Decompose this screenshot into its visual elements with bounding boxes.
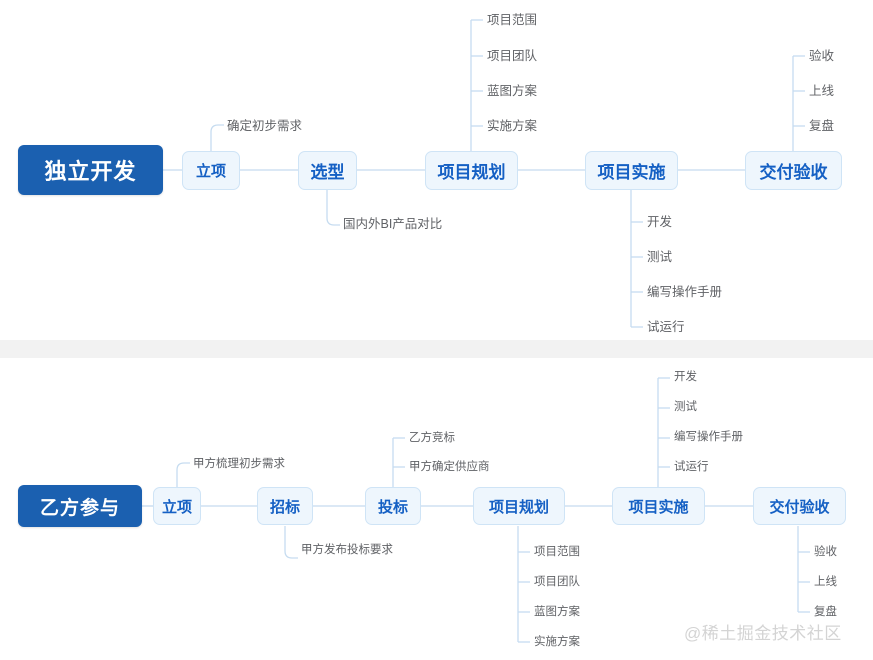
leaf-guihua-top-3: 实施方案 bbox=[487, 119, 538, 133]
leaf-shishi-bottom-1: 测试 bbox=[674, 401, 697, 413]
node-xiangmuguihua-bottom[interactable]: 项目规划 bbox=[473, 487, 565, 525]
node-label: 交付验收 bbox=[759, 163, 828, 182]
leaf-jiaofu-top-1: 上线 bbox=[809, 84, 835, 98]
section-vendor-participation bbox=[0, 358, 873, 660]
leaf-jiaofu-bottom-0: 验收 bbox=[814, 546, 837, 558]
node-xuanxing-top[interactable]: 选型 bbox=[298, 151, 357, 190]
node-label: 立项 bbox=[161, 498, 192, 516]
leaf-jiaofu-bottom-2: 复盘 bbox=[814, 606, 837, 618]
leaf-xuanxing-top-0: 国内外BI产品对比 bbox=[343, 217, 443, 231]
leaf-jiaofu-top-2: 复盘 bbox=[809, 119, 835, 133]
section-divider bbox=[0, 340, 873, 358]
node-toubiao-bottom[interactable]: 投标 bbox=[365, 487, 421, 525]
leaf-shishi-bottom-3: 试运行 bbox=[674, 461, 709, 473]
node-xiangmuguihua-top[interactable]: 项目规划 bbox=[425, 151, 518, 190]
leaf-shishi-bottom-0: 开发 bbox=[674, 371, 697, 383]
node-xiangmushishi-bottom[interactable]: 项目实施 bbox=[612, 487, 705, 525]
leaf-shishi-top-2: 编写操作手册 bbox=[647, 285, 723, 299]
leaf-guihua-bottom-0: 项目范围 bbox=[534, 546, 580, 558]
leaf-guihua-bottom-3: 实施方案 bbox=[534, 636, 580, 648]
root-node-label: 乙方参与 bbox=[39, 497, 120, 519]
leaf-lixiang-top-0: 确定初步需求 bbox=[227, 119, 303, 133]
root-node-independent-development[interactable]: 独立开发 bbox=[18, 145, 163, 195]
node-jiaofuyanshou-bottom[interactable]: 交付验收 bbox=[753, 487, 846, 525]
root-node-vendor-participation[interactable]: 乙方参与 bbox=[18, 485, 142, 527]
root-node-label: 独立开发 bbox=[44, 159, 137, 184]
leaf-guihua-bottom-1: 项目团队 bbox=[534, 576, 580, 588]
leaf-jiaofu-bottom-1: 上线 bbox=[814, 576, 837, 588]
leaf-guihua-top-0: 项目范围 bbox=[487, 13, 538, 27]
leaf-toubiao-bottom-1: 甲方确定供应商 bbox=[409, 461, 490, 473]
leaf-guihua-top-1: 项目团队 bbox=[487, 49, 538, 63]
leaf-shishi-top-1: 测试 bbox=[647, 250, 673, 264]
node-label: 交付验收 bbox=[769, 498, 830, 516]
node-zhaobiao-bottom[interactable]: 招标 bbox=[257, 487, 313, 525]
node-label: 选型 bbox=[310, 163, 345, 182]
node-label: 投标 bbox=[377, 498, 408, 516]
leaf-shishi-top-3: 试运行 bbox=[647, 320, 685, 334]
node-lixiang-top[interactable]: 立项 bbox=[182, 151, 240, 190]
node-label: 立项 bbox=[195, 163, 226, 180]
node-jiaofuyanshou-top[interactable]: 交付验收 bbox=[745, 151, 842, 190]
leaf-toubiao-bottom-0: 乙方竞标 bbox=[409, 432, 455, 444]
watermark: @稀土掘金技术社区 bbox=[684, 624, 842, 643]
node-label: 项目规划 bbox=[488, 498, 549, 516]
node-label: 项目实施 bbox=[597, 163, 666, 182]
leaf-jiaofu-top-0: 验收 bbox=[809, 49, 835, 63]
leaf-guihua-top-2: 蓝图方案 bbox=[487, 84, 538, 98]
node-lixiang-bottom[interactable]: 立项 bbox=[153, 487, 201, 525]
node-xiangmushishi-top[interactable]: 项目实施 bbox=[585, 151, 678, 190]
node-label: 项目规划 bbox=[437, 163, 506, 182]
leaf-zhaobiao-bottom-0: 甲方发布投标要求 bbox=[301, 544, 393, 556]
leaf-guihua-bottom-2: 蓝图方案 bbox=[534, 606, 580, 618]
node-label: 项目实施 bbox=[628, 498, 689, 516]
leaf-shishi-top-0: 开发 bbox=[647, 215, 673, 229]
node-label: 招标 bbox=[269, 498, 300, 516]
leaf-shishi-bottom-2: 编写操作手册 bbox=[674, 431, 743, 443]
leaf-lixiang-bottom-0: 甲方梳理初步需求 bbox=[193, 458, 285, 470]
